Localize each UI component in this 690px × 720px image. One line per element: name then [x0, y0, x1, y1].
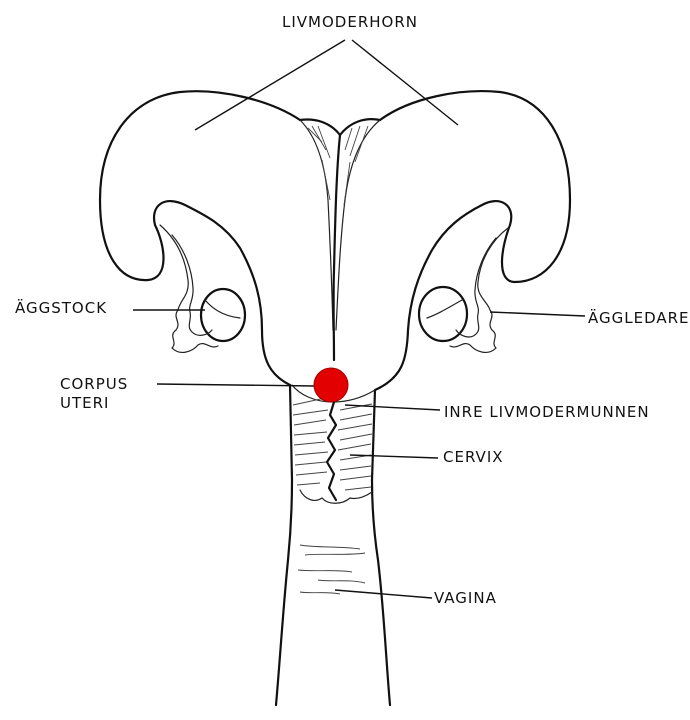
label-aggstock: ÄGGSTOCK: [15, 298, 107, 318]
left-fallopian-tube-2: [172, 235, 212, 335]
left-fallopian-tube: [160, 225, 218, 352]
cervical-canal: [327, 402, 336, 500]
vagina-texture: [298, 545, 365, 594]
cervix-bottom: [300, 490, 372, 503]
label-vagina: VAGINA: [434, 588, 497, 608]
label-livmoderhorn: LIVMODERHORN: [282, 12, 418, 32]
label-inre-livmodermunnen: INRE LIVMODERMUNNEN: [444, 402, 650, 422]
leader-aggledare: [490, 312, 585, 316]
inner-right-ridge: [336, 120, 380, 330]
right-horn-outline: [372, 91, 570, 705]
right-ovary-shape: [419, 287, 467, 341]
leader-corpus-uteri: [157, 384, 315, 386]
leader-livmoderhorn-left: [195, 40, 345, 130]
left-horn-outline: [100, 91, 300, 705]
label-corpus-uteri-line2: UTERI: [60, 393, 109, 413]
label-aggledare: ÄGGLEDARE: [588, 308, 690, 328]
inner-left-ridge: [300, 120, 333, 330]
left-ovary-detail: [205, 300, 240, 318]
leader-inre-livmodermunnen: [345, 405, 440, 410]
corpus-uteri-marker: [314, 368, 348, 402]
label-cervix: CERVIX: [443, 447, 504, 467]
label-corpus-uteri-line1: CORPUS: [60, 374, 128, 394]
leader-vagina: [335, 590, 432, 598]
right-ovary-detail: [427, 300, 462, 318]
leader-livmoderhorn-right: [352, 40, 458, 125]
